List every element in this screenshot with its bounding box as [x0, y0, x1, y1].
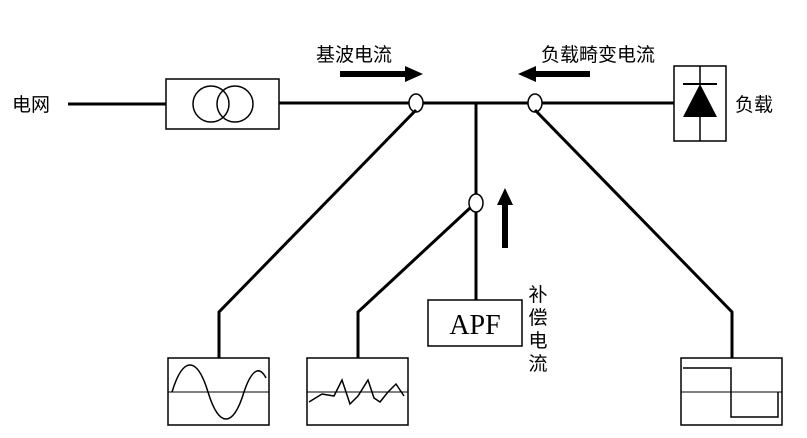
- arrow-up-compensation-icon: [497, 188, 513, 248]
- arrow-left-load-icon: [518, 66, 590, 82]
- fundamental-current-label: 基波电流: [316, 44, 393, 66]
- square-wave-icon: [683, 367, 779, 418]
- lead-fundamental: [217, 108, 418, 358]
- arrow-right-fundamental-icon: [340, 66, 423, 82]
- sensor-load-icon: [527, 93, 543, 113]
- transformer-box: [165, 78, 280, 130]
- apf-label: APF: [449, 310, 500, 341]
- transformer-coil-left-icon: [192, 85, 230, 123]
- grid-label: 电网: [12, 94, 51, 116]
- sensor-fundamental-icon: [408, 93, 424, 113]
- load-label: 负载: [735, 94, 774, 116]
- sensor-compensation-icon: [468, 193, 484, 213]
- lead-load: [533, 108, 734, 358]
- distorted-current-label: 负载畸变电流: [541, 44, 656, 66]
- compensation-current-label: 补偿电流: [528, 284, 548, 375]
- sine-wave-icon: [171, 364, 267, 420]
- compensation-wave-icon: [308, 378, 405, 406]
- apf-box: [427, 299, 523, 347]
- lead-compensation: [356, 206, 472, 358]
- transformer-coil-right-icon: [216, 85, 254, 123]
- diode-triangle-icon: [683, 84, 717, 117]
